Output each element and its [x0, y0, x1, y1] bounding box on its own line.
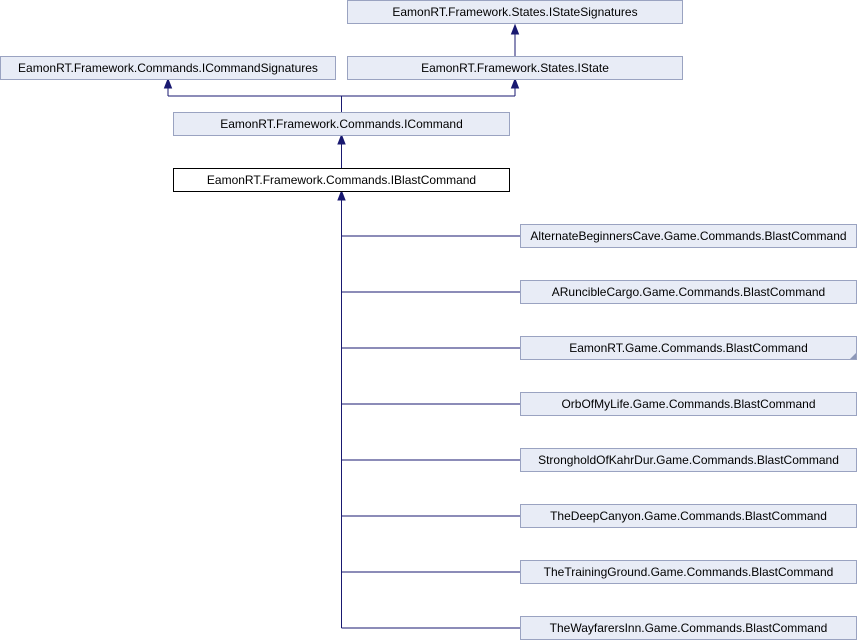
node-thedeepcanyon-blastcommand[interactable]: TheDeepCanyon.Game.Commands.BlastCommand — [520, 504, 857, 528]
node-icommand-signatures[interactable]: EamonRT.Framework.Commands.ICommandSigna… — [0, 56, 336, 80]
edge-derived-to-iblastcommand — [341, 197, 520, 629]
node-label: EamonRT.Game.Commands.BlastCommand — [569, 341, 808, 355]
arrowhead — [163, 77, 173, 89]
node-orbofmylife-blastcommand[interactable]: OrbOfMyLife.Game.Commands.BlastCommand — [520, 392, 857, 416]
node-thetrainingground-blastcommand[interactable]: TheTrainingGround.Game.Commands.BlastCom… — [520, 560, 857, 584]
arrowhead — [337, 133, 346, 145]
node-istate-signatures[interactable]: EamonRT.Framework.States.IStateSignature… — [347, 0, 683, 24]
node-alternatebeginnerscave-blastcommand[interactable]: AlternateBeginnersCave.Game.Commands.Bla… — [520, 224, 857, 248]
arrowhead — [510, 77, 520, 89]
node-icommand[interactable]: EamonRT.Framework.Commands.ICommand — [173, 112, 510, 136]
node-eamonrt-game-blastcommand[interactable]: EamonRT.Game.Commands.BlastCommand — [520, 336, 857, 360]
arrowhead — [337, 189, 346, 201]
node-istate[interactable]: EamonRT.Framework.States.IState — [347, 56, 683, 80]
node-aruncible-cargo-blastcommand[interactable]: ARuncibleCargo.Game.Commands.BlastComman… — [520, 280, 857, 304]
folded-corner-icon — [850, 353, 856, 359]
edge-icommand-to-parents — [167, 85, 516, 112]
node-strongholdofkahrdur-blastcommand[interactable]: StrongholdOfKahrDur.Game.Commands.BlastC… — [520, 448, 857, 472]
arrowhead — [510, 23, 520, 35]
node-thewayfarersinn-blastcommand[interactable]: TheWayfarersInn.Game.Commands.BlastComma… — [520, 616, 857, 640]
node-iblastcommand: EamonRT.Framework.Commands.IBlastCommand — [173, 168, 510, 192]
